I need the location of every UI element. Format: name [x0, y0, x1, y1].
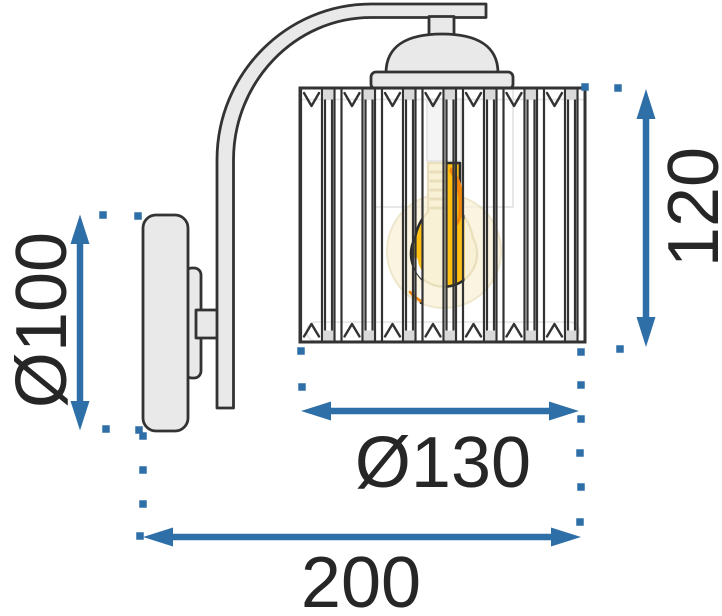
dimension-backplate: Ø100	[2, 214, 90, 431]
arrowhead-down	[636, 317, 656, 347]
dimension-shade-diameter: Ø130	[301, 401, 579, 503]
shade-outline	[298, 86, 587, 344]
dimension-label-backplate: Ø100	[2, 232, 82, 408]
arrowhead-right	[549, 401, 579, 421]
dimension-overall-depth: 200	[143, 527, 581, 616]
arrowhead-left	[143, 527, 173, 547]
arrowhead-left	[301, 401, 331, 421]
dimension-annotations: Ø100 120 Ø130 200	[2, 83, 722, 616]
reference-dots	[99, 83, 624, 540]
canopy-dome	[384, 32, 500, 75]
arrowhead-right	[551, 527, 581, 547]
dimension-label-shade-height: 120	[654, 147, 722, 267]
arrowhead-down	[70, 401, 90, 431]
crystal-shade	[298, 86, 587, 344]
wall-plate	[141, 213, 190, 433]
dimension-label-shade-diameter: Ø130	[355, 423, 531, 503]
wall-lamp-illustration	[141, 2, 587, 433]
dimension-label-overall-depth: 200	[301, 543, 421, 616]
shade-collar	[369, 70, 515, 91]
arrowhead-up	[636, 89, 656, 119]
curved-arm	[215, 2, 488, 410]
dimension-shade-height: 120	[636, 89, 722, 347]
arrowhead-up	[70, 214, 90, 244]
